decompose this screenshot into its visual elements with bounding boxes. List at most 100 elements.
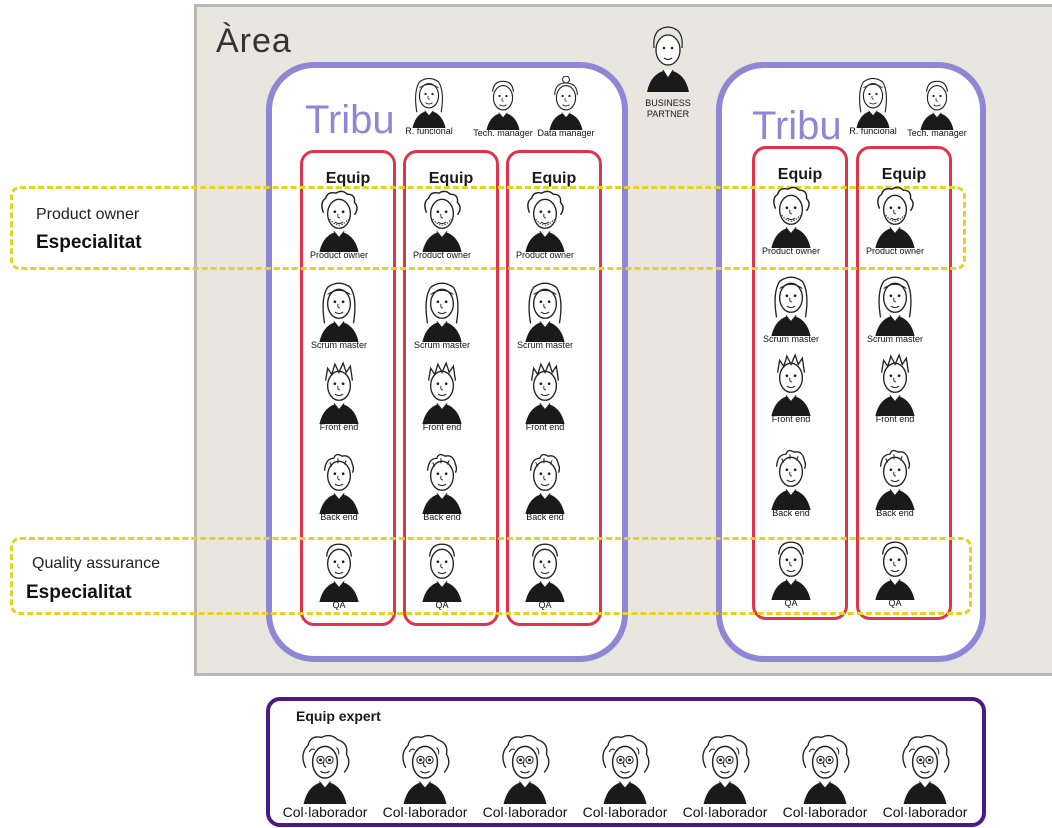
speciality-role: Product owner (36, 206, 140, 223)
leader-label: Tech. manager (473, 128, 533, 138)
role-label: QA (435, 600, 449, 610)
role-label: Scrum master (516, 340, 573, 350)
person: Scrum master (742, 272, 840, 344)
role-label: Scrum master (413, 340, 470, 350)
person: Front end (742, 352, 840, 424)
person-icon (402, 734, 450, 804)
person: Scrum master (393, 278, 491, 350)
person: Product owner (290, 188, 388, 260)
person-icon (422, 543, 462, 602)
person: Back end (496, 450, 594, 522)
person: Col·laborador (377, 734, 473, 820)
speciality-name: Especialitat (36, 232, 142, 253)
speciality-role: Quality assurance (32, 555, 161, 572)
person: Product owner (393, 188, 491, 260)
person-icon (549, 76, 583, 130)
person: Col·laborador (277, 734, 373, 820)
person: Data manager (526, 76, 606, 138)
expert-team-title: Equip expert (296, 708, 381, 724)
person-icon (920, 80, 954, 130)
role-label: Product owner (865, 246, 925, 256)
person-icon (875, 276, 915, 336)
person: R. funcional (833, 74, 913, 136)
leader-label: Data manager (537, 128, 595, 138)
person-icon (875, 449, 915, 510)
person-icon (319, 190, 359, 252)
role-label: Product owner (309, 250, 369, 260)
person-icon (771, 353, 811, 416)
person: Back end (846, 446, 944, 518)
role-label: QA (538, 600, 552, 610)
collaborator-label: Col·laborador (682, 804, 768, 820)
person-icon (319, 282, 359, 342)
business-partner (645, 22, 691, 94)
role-label: Product owner (515, 250, 575, 260)
person: Product owner (846, 184, 944, 256)
role-label: Product owner (761, 246, 821, 256)
role-label: Back end (526, 512, 564, 522)
person-icon (422, 361, 462, 424)
person-icon (771, 186, 811, 248)
person-icon (525, 453, 565, 514)
person: Col·laborador (577, 734, 673, 820)
person: Front end (846, 352, 944, 424)
person: Scrum master (496, 278, 594, 350)
person: R. funcional (389, 74, 469, 136)
person-icon (422, 190, 462, 252)
role-label: Front end (875, 414, 915, 424)
person-icon (319, 361, 359, 424)
person: Back end (393, 450, 491, 522)
person-icon (319, 543, 359, 602)
person-icon (647, 26, 689, 92)
person: Scrum master (290, 278, 388, 350)
person: QA (742, 536, 840, 608)
person: QA (496, 538, 594, 610)
collaborator-label: Col·laborador (482, 804, 568, 820)
person: Front end (496, 360, 594, 432)
role-label: Front end (771, 414, 811, 424)
team-title: Equip (531, 170, 577, 187)
role-label: Back end (320, 512, 358, 522)
collaborator-label: Col·laborador (882, 804, 968, 820)
person: Col·laborador (477, 734, 573, 820)
person-icon (702, 734, 750, 804)
person-icon (525, 543, 565, 602)
person: Back end (742, 446, 840, 518)
role-label: QA (784, 598, 798, 608)
person-icon (771, 449, 811, 510)
person-icon (525, 282, 565, 342)
person: Col·laborador (877, 734, 973, 820)
leader-label: R. funcional (405, 126, 453, 136)
leader-label: R. funcional (849, 126, 897, 136)
collaborator-label: Col·laborador (382, 804, 468, 820)
person: Product owner (496, 188, 594, 260)
person: Product owner (742, 184, 840, 256)
person: Scrum master (846, 272, 944, 344)
role-label: QA (888, 598, 902, 608)
person-icon (319, 453, 359, 514)
speciality-band-product-owner (10, 186, 966, 270)
tribe-2 (716, 62, 986, 662)
team-box (506, 150, 602, 626)
person-icon (856, 77, 890, 128)
person-icon (771, 541, 811, 600)
person-icon (302, 734, 350, 804)
person-icon (771, 276, 811, 336)
person-icon (525, 190, 565, 252)
person: QA (846, 536, 944, 608)
person: QA (393, 538, 491, 610)
person-icon (875, 186, 915, 248)
person-icon (486, 80, 520, 130)
collaborator-label: Col·laborador (282, 804, 368, 820)
person: Col·laborador (677, 734, 773, 820)
role-label: Scrum master (310, 340, 367, 350)
team-box (403, 150, 499, 626)
role-label: Scrum master (762, 334, 819, 344)
person: Col·laborador (777, 734, 873, 820)
role-label: Front end (422, 422, 462, 432)
person-icon (412, 77, 446, 128)
team-box (856, 146, 952, 620)
person-icon (502, 734, 550, 804)
role-label: Front end (525, 422, 565, 432)
person-icon (902, 734, 950, 804)
